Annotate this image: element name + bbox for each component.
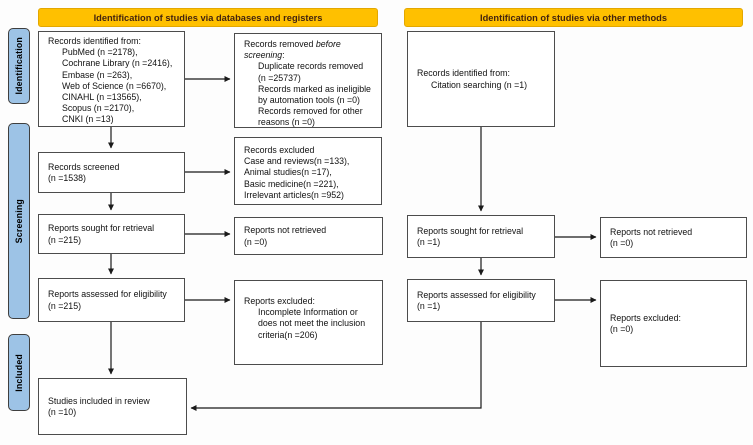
banner-databases-registers: Identification of studies via databases … bbox=[38, 8, 378, 27]
box-reports-excluded-other: Reports excluded:(n =0) bbox=[600, 280, 747, 367]
stage-label-screening-text: Screening bbox=[14, 198, 24, 244]
stage-label-included-text: Included bbox=[14, 353, 24, 392]
box-records-screened: Records screened(n =1538) bbox=[38, 152, 185, 193]
stage-label-identification: Identification bbox=[8, 28, 30, 104]
box-reports-sought-retrieval-databases: Reports sought for retrieval(n =215) bbox=[38, 214, 185, 254]
box-reports-assessed-eligibility-databases: Reports assessed for eligibility(n =215) bbox=[38, 278, 185, 322]
box-records-identified-other-methods: Records identified from:Citation searchi… bbox=[407, 31, 555, 127]
stage-label-screening: Screening bbox=[8, 123, 30, 319]
box-studies-included-review: Studies included in review(n =10) bbox=[38, 378, 187, 435]
box-reports-assessed-eligibility-other: Reports assessed for eligibility(n =1) bbox=[407, 279, 555, 322]
box-records-identified-databases: Records identified from:PubMed (n =2178)… bbox=[38, 31, 185, 127]
box-reports-not-retrieved-other: Reports not retrieved(n =0) bbox=[600, 217, 747, 258]
box-reports-not-retrieved-databases: Reports not retrieved(n =0) bbox=[234, 217, 383, 255]
stage-label-included: Included bbox=[8, 334, 30, 411]
box-reports-excluded-databases: Reports excluded:Incomplete Information … bbox=[234, 280, 383, 365]
box-reports-sought-retrieval-other: Reports sought for retrieval(n =1) bbox=[407, 215, 555, 258]
banner-other-methods: Identification of studies via other meth… bbox=[404, 8, 743, 27]
stage-label-identification-text: Identification bbox=[14, 37, 24, 95]
